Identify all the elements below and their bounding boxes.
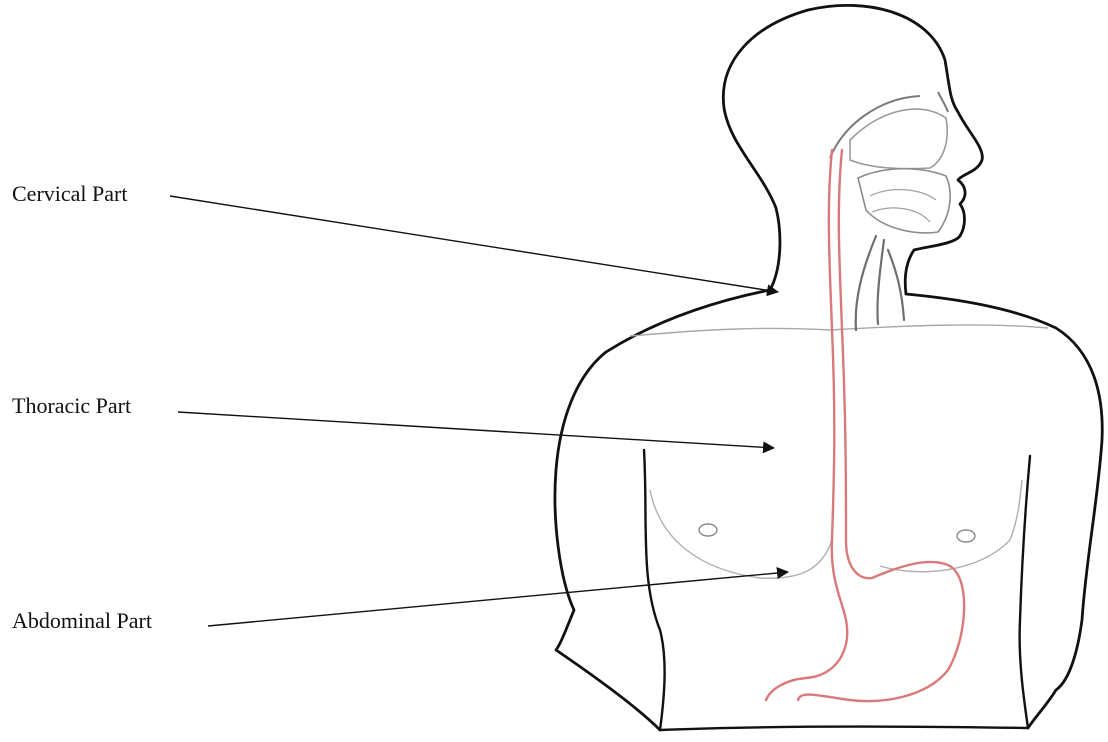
cervical-pointer-arrow: [170, 196, 778, 292]
label-thoracic-part: Thoracic Part: [12, 395, 131, 417]
tongue-sketch: [870, 190, 936, 222]
oral-cavity-sketch: [858, 169, 950, 233]
thoracic-pointer-arrow: [178, 412, 774, 448]
torso-left-outline: [555, 290, 770, 730]
nasal-cavity-sketch: [850, 109, 947, 169]
left-nipple: [699, 524, 717, 536]
torso-right-outline: [906, 294, 1102, 728]
right-inner-arm: [1020, 456, 1030, 728]
right-pectoral-sketch: [880, 480, 1022, 572]
label-abdominal-part: Abdominal Part: [12, 610, 152, 632]
clavicle-sketch: [630, 325, 1048, 336]
left-pectoral-sketch: [650, 490, 832, 578]
skull-base-sketch: [830, 92, 948, 158]
waist-line: [660, 727, 1028, 730]
larynx-sketch: [856, 236, 904, 330]
esophagus-path: [766, 150, 847, 700]
right-nipple: [957, 530, 975, 542]
label-cervical-part: Cervical Part: [12, 183, 127, 205]
abdominal-pointer-arrow: [208, 572, 788, 626]
esophagus-path-inner: [798, 150, 964, 701]
left-inner-arm: [644, 450, 665, 730]
